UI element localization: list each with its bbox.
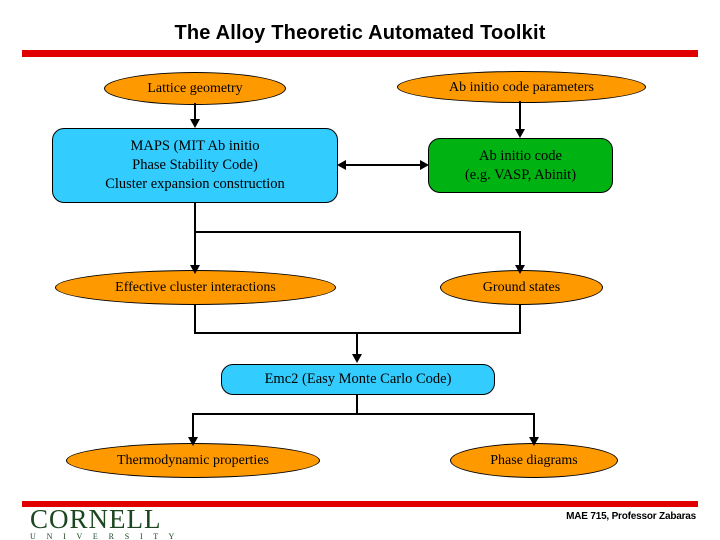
edge-maps-to-ground-states-horizontal — [194, 231, 521, 233]
edge-eci-to-emc2-vertical — [194, 304, 196, 334]
node-ab-initio-parameters-label: Ab initio code parameters — [448, 79, 594, 95]
node-ground-states[interactable]: Ground states — [440, 270, 603, 305]
node-lattice-geometry[interactable]: Lattice geometry — [104, 72, 286, 105]
node-maps-line-3: Cluster expansion construction — [105, 176, 285, 192]
node-effective-cluster-interactions-label: Effective cluster interactions — [115, 280, 276, 295]
cornell-logo: CORNELL U N I V E R S I T Y — [30, 504, 210, 540]
node-maps-line-2: Phase Stability Code) — [132, 157, 258, 173]
edge-maps-to-ground-states-arrowhead — [515, 265, 525, 274]
node-ab-initio-code[interactable]: Ab initio code (e.g. VASP, Abinit) — [428, 138, 613, 193]
node-phase-diagrams[interactable]: Phase diagrams — [450, 443, 618, 478]
node-thermodynamic-properties[interactable]: Thermodynamic properties — [66, 443, 320, 478]
edge-maps-to-code — [345, 164, 421, 166]
node-ab-initio-code-line-2: (e.g. VASP, Abinit) — [464, 166, 577, 183]
edge-merge-to-emc2-stem — [356, 332, 358, 356]
node-thermodynamic-properties-label: Thermodynamic properties — [116, 453, 269, 468]
edge-maps-to-eci-arrowhead — [190, 265, 200, 274]
node-maps[interactable]: MAPS (MIT Ab initio Phase Stability Code… — [52, 128, 338, 203]
edge-maps-to-code-arrowhead-right — [420, 160, 429, 170]
edge-lattice-to-maps-arrowhead — [190, 119, 200, 128]
node-phase-diagrams-label: Phase diagrams — [490, 453, 578, 468]
edge-ground-states-to-emc2-vertical — [519, 304, 521, 334]
edge-emc2-to-thermo-vertical — [192, 413, 194, 439]
cornell-logo-wordmark: CORNELL — [30, 504, 162, 534]
edge-emc2-split-horizontal — [192, 413, 534, 415]
edge-params-to-code-arrowhead — [515, 129, 525, 138]
node-emc2-label: Emc2 (Easy Monte Carlo Code) — [264, 371, 452, 387]
node-maps-line-1: MAPS (MIT Ab initio — [130, 138, 260, 154]
edge-emc2-split-stem — [356, 395, 358, 414]
footer-rule — [22, 501, 698, 507]
node-ab-initio-parameters[interactable]: Ab initio code parameters — [397, 71, 646, 103]
node-effective-cluster-interactions[interactable]: Effective cluster interactions — [55, 270, 336, 305]
edge-merge-to-emc2-arrowhead — [352, 354, 362, 363]
edge-maps-to-ground-states-vertical — [519, 231, 521, 267]
edge-maps-to-code-arrowhead-left — [337, 160, 346, 170]
edge-maps-to-eci — [194, 203, 196, 267]
node-ab-initio-code-line-1: Ab initio code — [479, 147, 562, 164]
edge-lattice-to-maps — [194, 103, 196, 120]
edge-emc2-to-phase-arrowhead — [529, 437, 539, 446]
edge-emc2-to-phase-vertical — [533, 413, 535, 439]
node-lattice-geometry-label: Lattice geometry — [147, 81, 243, 96]
edge-emc2-to-thermo-arrowhead — [188, 437, 198, 446]
header-rule — [22, 50, 698, 57]
edge-params-to-code — [519, 101, 521, 129]
node-ground-states-label: Ground states — [482, 280, 561, 295]
page-title: The Alloy Theoretic Automated Toolkit — [174, 22, 546, 44]
cornell-logo-subtitle: U N I V E R S I T Y — [30, 532, 179, 540]
node-emc2[interactable]: Emc2 (Easy Monte Carlo Code) — [221, 364, 495, 395]
footer-course-note: MAE 715, Professor Zabaras — [566, 511, 696, 522]
